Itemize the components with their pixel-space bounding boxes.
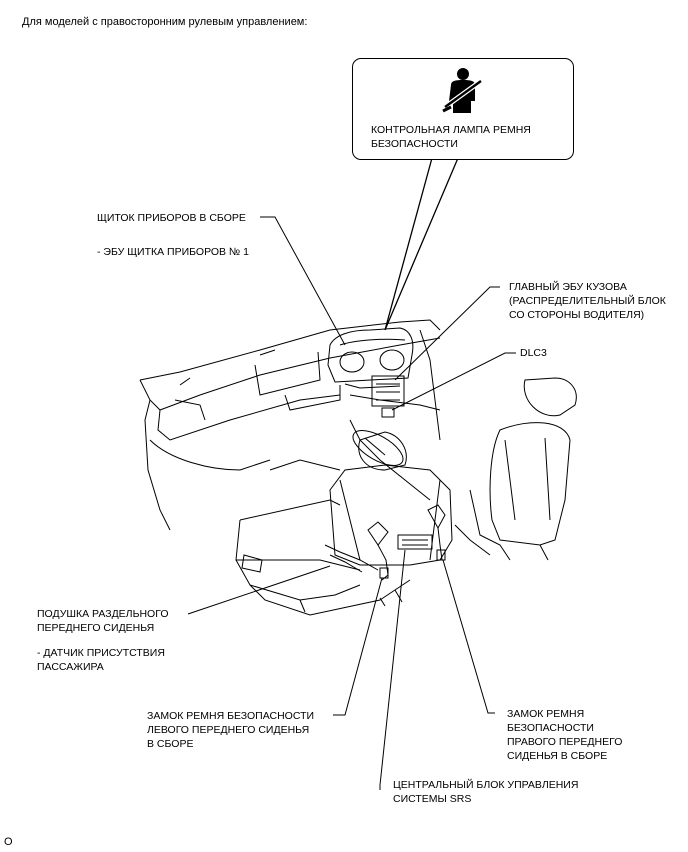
instrument-cluster-shape	[327, 327, 414, 389]
instrument-cluster-label: ЩИТОК ПРИБОРОВ В СБОРЕ	[97, 212, 246, 224]
seatbelt-warning-label: КОНТРОЛЬНАЯ ЛАМПА РЕМНЯ БЕЗОПАСНОСТИ	[371, 124, 531, 150]
main-body-ecu-label: ГЛАВНЫЙ ЭБУ КУЗОВА (РАСПРЕДЕЛИТЕЛЬНЫЙ БЛ…	[509, 281, 666, 321]
right-buckle-shape	[427, 504, 446, 561]
seatbelt-warning-icon	[442, 68, 483, 113]
body-ecu-shape	[371, 375, 405, 418]
seatbelt-warning-callout: КОНТРОЛЬНАЯ ЛАМПА РЕМНЯ БЕЗОПАСНОСТИ	[352, 58, 574, 160]
left-buckle-shape	[367, 521, 389, 581]
occupant-sensor-rail	[324, 544, 379, 573]
steering-column	[349, 419, 431, 501]
instrument-ecu-label: - ЭБУ ЩИТКА ПРИБОРОВ № 1	[97, 246, 249, 258]
right-buckle-label: ЗАМОК РЕМНЯ БЕЗОПАСНОСТИ ПРАВОГО ПЕРЕДНЕ…	[507, 708, 623, 762]
page-heading: Для моделей с правосторонним рулевым упр…	[22, 16, 308, 28]
occupant-sensor-label: - ДАТЧИК ПРИСУТСТВИЯ ПАССАЖИРА	[37, 647, 165, 673]
srs-unit-shape	[397, 534, 433, 550]
leader-lines	[187, 216, 516, 790]
left-buckle-label: ЗАМОК РЕМНЯ БЕЗОПАСНОСТИ ЛЕВОГО ПЕРЕДНЕГ…	[147, 710, 315, 750]
dlc3-label: DLC3	[520, 347, 547, 359]
seat-cushion-label: ПОДУШКА РАЗДЕЛЬНОГО ПЕРЕДНЕГО СИДЕНЬЯ	[37, 608, 169, 634]
srs-unit-label: ЦЕНТРАЛЬНЫЙ БЛОК УПРАВЛЕНИЯ СИСТЕМЫ SRS	[393, 779, 579, 805]
front-seat-outline	[235, 431, 453, 616]
right-seat-outline	[454, 377, 577, 561]
figure-corner-mark: O	[4, 836, 13, 848]
dashboard-outline	[139, 319, 441, 531]
